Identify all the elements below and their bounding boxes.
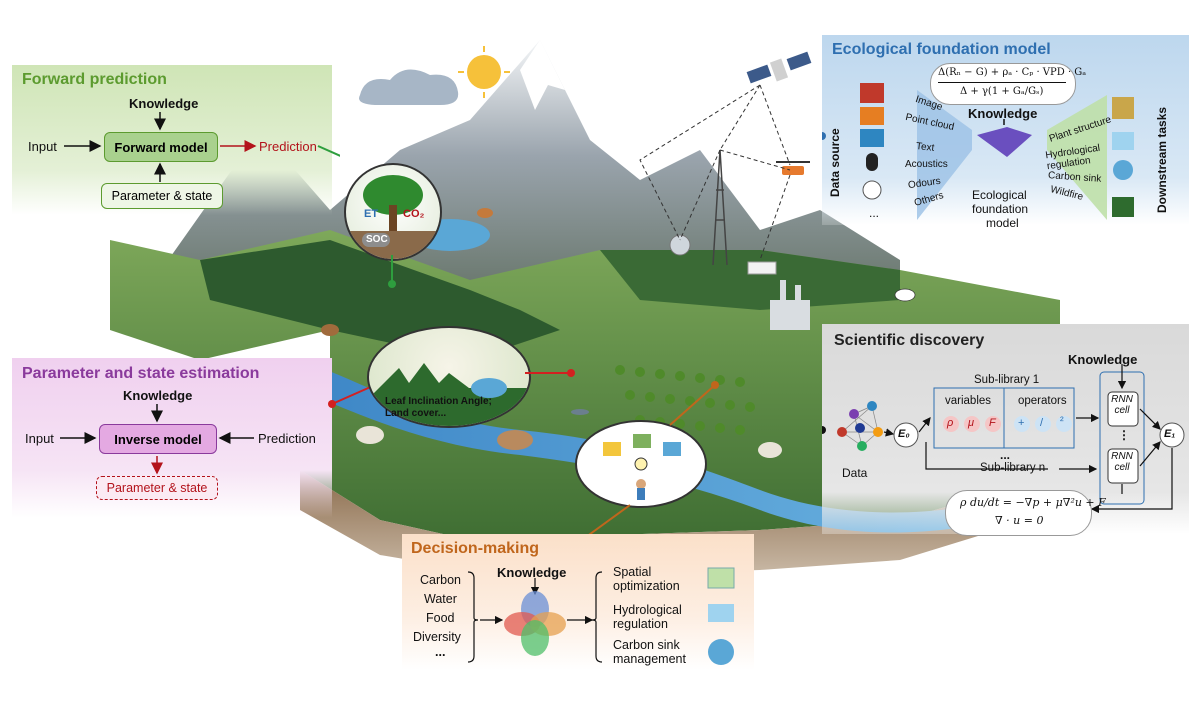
co2-label: CO₂ bbox=[403, 208, 425, 220]
param-input-label: Input bbox=[25, 431, 54, 446]
var-rho: ρ bbox=[947, 417, 954, 429]
decision-input-ellipsis: ... bbox=[435, 645, 446, 659]
rnn-vdots: ⋮ bbox=[1118, 428, 1130, 442]
tree-inset-connector bbox=[388, 255, 396, 288]
rnn-cell-2-label: RNN cell bbox=[1111, 451, 1133, 473]
decision-making-title: Decision-making bbox=[411, 540, 540, 557]
efm-core-label-2: foundation bbox=[972, 202, 1029, 216]
sub-library-n-label: Sub-library n bbox=[980, 462, 1046, 474]
soc-label: SOC bbox=[366, 234, 388, 245]
efm-core-label-3: model bbox=[986, 216, 1019, 230]
forward-knowledge-label: Knowledge bbox=[129, 96, 199, 111]
downstream-tasks-label: Downstream tasks bbox=[1155, 106, 1169, 213]
scientific-discovery-title: Scientific discovery bbox=[834, 332, 985, 349]
discovery-knowledge-label: Knowledge bbox=[1068, 352, 1138, 367]
efm-core-label-1: Ecological bbox=[972, 188, 1027, 202]
op-square: ² bbox=[1060, 415, 1064, 427]
forward-parameter-box: Parameter & state bbox=[101, 183, 223, 209]
decision-knowledge-label: Knowledge bbox=[497, 565, 567, 580]
et-label: ET bbox=[364, 208, 379, 220]
tree-icon bbox=[346, 175, 440, 259]
forward-model-box: Forward model bbox=[104, 132, 218, 162]
efm-knowledge-label: Knowledge bbox=[968, 106, 1038, 121]
param-knowledge-label: Knowledge bbox=[123, 388, 193, 403]
decision-connector bbox=[574, 381, 719, 546]
decision-input-diversity: Diversity bbox=[413, 630, 461, 644]
op-div: / bbox=[1040, 417, 1044, 429]
formula-bar bbox=[938, 82, 1066, 83]
sub-library-1-label: Sub-library 1 bbox=[974, 374, 1040, 386]
source-text: Text bbox=[915, 141, 935, 154]
decision-making-panel bbox=[402, 534, 754, 670]
decision-inset bbox=[575, 420, 707, 508]
forward-input-label: Input bbox=[28, 139, 57, 154]
farmer-icon bbox=[603, 434, 681, 500]
forward-prediction-label: Prediction bbox=[259, 139, 317, 154]
param-parameter-box: Parameter & state bbox=[96, 476, 218, 500]
canopy-connector bbox=[525, 369, 575, 377]
canopy-label-line1: Leaf Inclination Angle; bbox=[385, 396, 492, 407]
navier-stokes-box bbox=[945, 490, 1092, 536]
inverse-model-box: Inverse model bbox=[99, 424, 217, 454]
data-label: Data bbox=[842, 466, 868, 480]
operators-label: operators bbox=[1018, 395, 1067, 407]
decision-graphic bbox=[467, 567, 735, 665]
canopy-icon bbox=[369, 363, 529, 426]
parameter-estimation-title: Parameter and state estimation bbox=[22, 365, 260, 382]
tree-inset bbox=[344, 163, 442, 261]
forward-arrows bbox=[64, 112, 340, 182]
source-ellipsis: ... bbox=[869, 206, 880, 220]
efm-graphic bbox=[822, 83, 1134, 220]
forward-prediction-title: Forward prediction bbox=[22, 71, 167, 88]
decision-output-carbon: Carbon sink management bbox=[613, 638, 686, 666]
decision-input-food: Food bbox=[426, 611, 455, 625]
op-plus: + bbox=[1018, 417, 1025, 429]
penman-formula-box bbox=[930, 63, 1076, 105]
sublibrary-dots: ... bbox=[1000, 448, 1011, 462]
rnn-cell-1-label: RNN cell bbox=[1111, 394, 1133, 416]
decision-output-spatial: Spatial optimization bbox=[613, 565, 680, 593]
decision-input-water: Water bbox=[424, 592, 457, 606]
var-f: F bbox=[989, 417, 996, 429]
canopy-inset bbox=[367, 326, 531, 428]
formula-denominator: Δ + γ(1 + Gₐ/Gₛ) bbox=[960, 86, 1044, 97]
discovery-graphic bbox=[822, 364, 1185, 514]
var-mu: μ bbox=[968, 417, 975, 429]
canopy-label-line2: Land cover... bbox=[385, 408, 447, 419]
ecological-foundation-title: Ecological foundation model bbox=[832, 41, 1051, 58]
source-acoustics: Acoustics bbox=[905, 159, 948, 170]
equation-line-1: ρ du/dt = −∇p + μ∇²u + F bbox=[960, 496, 1106, 509]
formula-numerator: Δ(Rₙ − G) + ρₐ · Cₚ · VPD · Gₐ bbox=[938, 67, 1087, 78]
param-prediction-label: Prediction bbox=[258, 431, 316, 446]
decision-output-hydro: Hydrological regulation bbox=[613, 603, 682, 631]
equation-line-2: ∇ · u = 0 bbox=[995, 514, 1044, 527]
soc-badge bbox=[362, 233, 390, 247]
variables-label: variables bbox=[945, 395, 992, 407]
param-arrows bbox=[60, 384, 376, 475]
decision-input-carbon: Carbon bbox=[420, 573, 461, 587]
e0-label: E₀ bbox=[898, 428, 910, 440]
e1-label: E₁ bbox=[1164, 428, 1176, 440]
